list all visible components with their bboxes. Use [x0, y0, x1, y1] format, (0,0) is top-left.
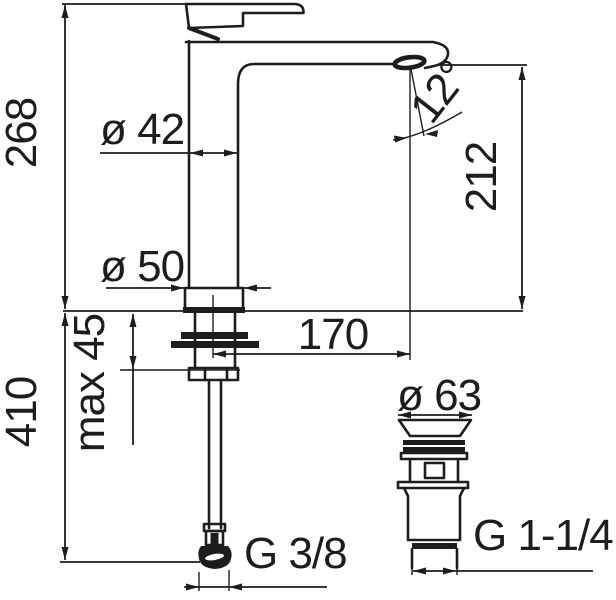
dim-supply-thread: G 3/8 — [184, 529, 348, 591]
hose-end-nut-highlight — [205, 553, 224, 561]
waste-cap — [397, 418, 473, 438]
dim-spout-reach: 170 — [213, 69, 411, 360]
dim-height-below-deck-label: 410 — [0, 377, 46, 447]
dim-total-height-label: 268 — [0, 98, 46, 168]
waste-thread-shoulder — [412, 543, 457, 549]
waste-body — [408, 457, 460, 484]
dim-waste-thread-label: G 1-1/4 — [473, 511, 613, 560]
dim-waste-thread: G 1-1/4 — [411, 511, 614, 575]
waste-gasket-1 — [403, 440, 465, 445]
dim-spout-height: 212 — [437, 64, 527, 309]
waste-flange-lower — [396, 480, 470, 490]
waste-flange-upper — [399, 451, 469, 461]
dim-max-deck-thickness-label: max 45 — [65, 314, 114, 452]
waste-thread — [410, 547, 459, 570]
waste-tailpiece — [402, 486, 466, 542]
mounting-nut — [187, 366, 240, 382]
faucet-drawing — [63, 2, 523, 569]
dim-total-height: 268 — [0, 3, 186, 309]
dim-supply-thread-label: G 3/8 — [244, 529, 347, 578]
dim-height-below-deck: 410 — [0, 313, 200, 563]
dim-spout-angle-label: 12° — [401, 52, 479, 132]
dim-body-diameter-label: ø 42 — [100, 105, 184, 154]
dim-base-diameter: ø 50 — [100, 242, 271, 292]
waste-gasket-2 — [403, 447, 465, 452]
dim-spout-height-label: 212 — [457, 142, 506, 212]
supply-hose — [207, 378, 223, 530]
gasket-lower — [171, 341, 259, 348]
faucet-handle — [184, 2, 305, 30]
faucet-handle-joint — [187, 26, 220, 41]
dim-base-diameter-label: ø 50 — [100, 242, 184, 291]
hose-connector-core — [210, 533, 219, 544]
dim-max-deck-thickness: max 45 — [65, 314, 240, 452]
hose-connector — [204, 529, 225, 547]
gasket-upper — [181, 332, 248, 339]
dim-waste-cap-diameter: ø 63 — [397, 371, 482, 420]
faucet-body-outline — [184, 39, 450, 289]
waste-drain-drawing — [396, 418, 473, 570]
dim-spout-reach-label: 170 — [298, 310, 368, 359]
dim-waste-cap-diameter-label: ø 63 — [397, 371, 481, 420]
faucet-base — [183, 286, 245, 310]
waste-overflow-hole — [423, 461, 446, 480]
mounting-shank — [193, 311, 237, 370]
aerator — [392, 54, 427, 71]
dim-body-diameter: ø 42 — [100, 105, 237, 157]
faucet-base-flange — [183, 307, 245, 313]
